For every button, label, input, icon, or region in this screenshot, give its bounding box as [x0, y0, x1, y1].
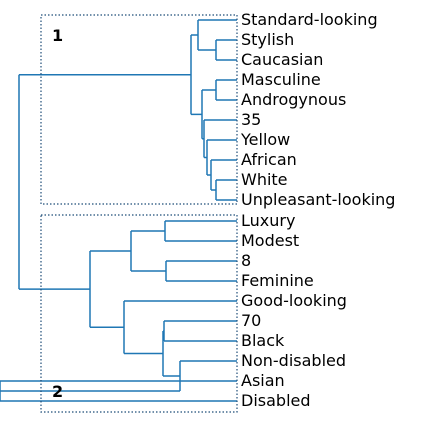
leaf-label: Modest — [241, 231, 299, 250]
leaf-label: Yellow — [240, 130, 290, 149]
leaf-label: 8 — [241, 251, 251, 270]
leaf-label: 70 — [241, 311, 261, 330]
cluster-1-box — [40, 14, 238, 205]
leaf-label: Unpleasant-looking — [241, 190, 395, 209]
leaf-label: African — [241, 150, 297, 169]
leaf-label: Disabled — [241, 391, 311, 410]
leaf-label: Stylish — [241, 30, 294, 49]
leaf-label: Luxury — [241, 211, 295, 230]
leaf-label: Black — [241, 331, 285, 350]
dendrogram-branches — [0, 19, 237, 402]
cluster-2-label: 2 — [52, 382, 63, 401]
leaf-label: Non-disabled — [241, 351, 346, 370]
leaf-label: Standard-looking — [241, 10, 378, 29]
leaf-label: Asian — [241, 371, 285, 390]
leaf-label: Androgynous — [241, 90, 346, 109]
leaf-label: White — [241, 170, 288, 189]
leaf-label: Caucasian — [241, 50, 323, 69]
cluster-1-label: 1 — [52, 26, 63, 45]
leaf-labels: Standard-looking Stylish Caucasian Mascu… — [240, 10, 395, 410]
cluster-2-box — [40, 214, 238, 413]
leaf-label: Good-looking — [241, 291, 347, 310]
leaf-label: Masculine — [241, 70, 321, 89]
leaf-label: Feminine — [241, 271, 314, 290]
leaf-label: 35 — [241, 110, 261, 129]
